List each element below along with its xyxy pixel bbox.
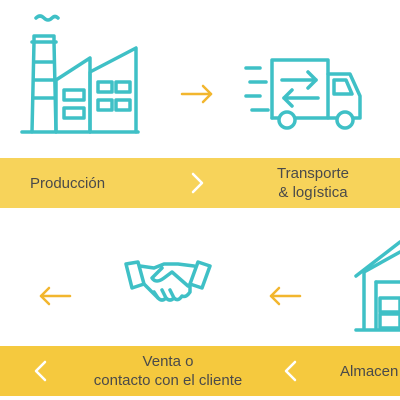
delivery-truck-icon bbox=[244, 56, 400, 132]
chevron-right-icon bbox=[190, 172, 204, 194]
production-label: Producción bbox=[30, 175, 106, 192]
warehouse-icon bbox=[354, 238, 400, 334]
chevron-left-icon bbox=[284, 360, 298, 382]
transport-label-line2: & logística bbox=[278, 184, 348, 201]
transport-label-line1: Transporte bbox=[277, 165, 349, 182]
handshake-icon bbox=[124, 258, 212, 310]
arrow-left-icon bbox=[38, 286, 72, 306]
bottom-step-band bbox=[0, 346, 400, 396]
sale-label-line2: contacto con el cliente bbox=[93, 372, 243, 389]
sale-label-line1: Venta o bbox=[142, 353, 194, 370]
sale-label: Venta o contacto con el cliente bbox=[70, 352, 266, 390]
storage-label: Almacen bbox=[340, 363, 399, 380]
chevron-left-icon bbox=[34, 360, 48, 382]
arrow-left-icon bbox=[268, 286, 302, 306]
top-step-band bbox=[0, 158, 400, 208]
arrow-right-icon bbox=[180, 84, 214, 104]
transport-label: Transporte & logística bbox=[258, 164, 368, 202]
factory-icon bbox=[18, 14, 140, 134]
